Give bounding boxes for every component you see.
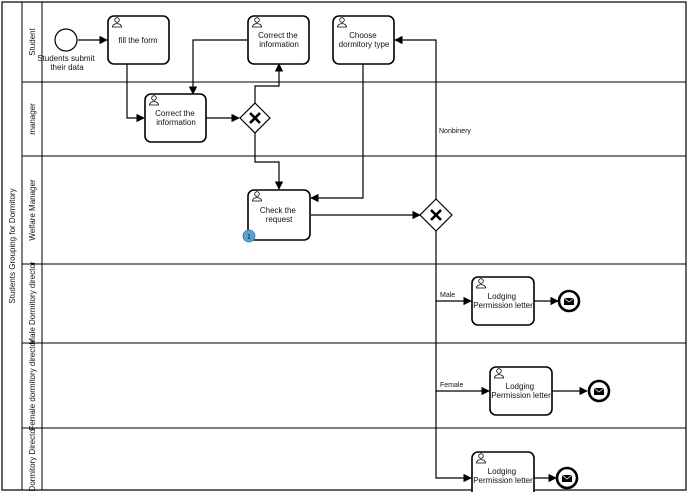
- lane-welfare-manager: Welfare Manager: [22, 179, 686, 265]
- exclusive-gateway-x-icon: [249, 112, 261, 124]
- start-event-label: Students submit their data: [37, 54, 97, 72]
- user-icon: [112, 17, 122, 28]
- task-correct-info-student[interactable]: Correct the information: [247, 15, 310, 65]
- flow-gateway-to-lodging-dorm[interactable]: [435, 391, 472, 483]
- exclusive-gateway-x-icon: [430, 209, 442, 221]
- pool-label: Students Grouping for Dormitory: [8, 188, 17, 303]
- flow-correct-student-to-correct-manager[interactable]: [188, 39, 247, 95]
- lane-label-manager: manager: [28, 103, 37, 135]
- gateway-welfare[interactable]: [419, 198, 453, 232]
- lane-female-director: Female dormitory director: [22, 339, 686, 431]
- lanes: Student manager Welfare Manager Male Dor…: [22, 27, 686, 491]
- lane-label-dormitory-director: Dormitory Director: [28, 426, 37, 491]
- lane-male-director: Male Dormitory director: [22, 261, 686, 345]
- user-icon: [149, 95, 159, 106]
- lane-student: Student: [22, 27, 686, 83]
- user-icon: [476, 278, 486, 289]
- sequence-flows: [78, 35, 588, 483]
- edge-label-male: Male: [440, 292, 455, 299]
- end-event-male[interactable]: [557, 289, 581, 313]
- task-fill-the-form[interactable]: fill the form: [107, 15, 170, 65]
- task-badge: 1: [242, 229, 256, 243]
- lane-label-welfare-manager: Welfare Manager: [28, 179, 37, 241]
- lane-dormitory-director: Dormitory Director: [28, 426, 37, 491]
- edge-label-nonbinery: Nonbinery: [439, 128, 471, 135]
- task-label-choose-dorm: Choose dormitory type: [339, 31, 390, 49]
- user-icon: [494, 368, 504, 379]
- user-icon: [252, 191, 262, 202]
- user-icon: [476, 453, 486, 464]
- message-end-event-icon: [561, 474, 573, 482]
- task-lodging-male[interactable]: Lodging Permission letter: [471, 276, 535, 326]
- message-end-event-icon: [563, 297, 575, 305]
- start-event[interactable]: Students submit their data: [37, 28, 97, 72]
- lane-label-female-director: Female dormitory director: [28, 339, 37, 430]
- lane-label-student: Student: [28, 27, 37, 55]
- lane-manager: manager: [22, 103, 686, 157]
- task-label-lodging-dormitory: Lodging Permission letter: [473, 467, 533, 485]
- task-label-check-request: Check the request: [260, 206, 298, 224]
- task-label-lodging-male: Lodging Permission letter: [473, 292, 533, 310]
- task-badge-count: 1: [247, 234, 251, 241]
- task-lodging-female[interactable]: Lodging Permission letter: [489, 366, 553, 416]
- edge-label-female: Female: [440, 382, 463, 389]
- task-choose-dormitory-type[interactable]: Choose dormitory type: [332, 15, 395, 65]
- user-icon: [252, 17, 262, 28]
- flow-gateway-to-lodging-male[interactable]: [435, 231, 472, 306]
- task-label-lodging-female: Lodging Permission letter: [491, 382, 551, 400]
- flow-gateway-to-choose-dorm[interactable]: [394, 35, 437, 199]
- lane-label-male-director: Male Dormitory director: [28, 261, 37, 344]
- flow-gateway-to-correct-student[interactable]: [254, 63, 284, 103]
- flow-gateway-to-check-request[interactable]: [254, 133, 284, 190]
- message-end-event-icon: [593, 387, 605, 395]
- task-correct-info-manager[interactable]: Correct the information: [144, 93, 207, 143]
- task-lodging-dormitory[interactable]: Lodging Permission letter: [471, 451, 535, 492]
- task-check-the-request[interactable]: Check the request 1: [242, 189, 311, 243]
- task-label-correct-info-student: Correct the information: [258, 31, 300, 49]
- flow-choose-dorm-to-check-request[interactable]: [310, 64, 364, 203]
- task-label-correct-info-manager: Correct the information: [155, 109, 197, 127]
- end-event-dormitory[interactable]: [555, 466, 579, 490]
- end-event-female[interactable]: [587, 379, 611, 403]
- user-icon: [337, 17, 347, 28]
- task-label-fill-form: fill the form: [118, 36, 157, 45]
- gateway-manager[interactable]: [239, 102, 271, 134]
- flow-fill-form-to-correct-manager[interactable]: [126, 64, 145, 123]
